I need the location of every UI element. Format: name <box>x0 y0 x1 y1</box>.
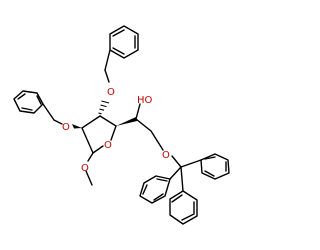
bond-c6-o-trityl <box>150 130 164 151</box>
bond-c5-oh <box>135 103 141 120</box>
trityl-phenyl-bottom <box>169 190 198 225</box>
atom-o-ring: O <box>104 140 112 151</box>
structure-canvas: O O O O HO O <box>13 25 230 225</box>
atom-o-benzyloxy-top: O <box>107 87 115 98</box>
wedge-bond-c4-c5 <box>116 117 137 126</box>
bond-ch2-o-top <box>104 69 110 83</box>
bond-o-methyl <box>85 170 93 186</box>
bond-c1-o-methoxy <box>87 152 94 162</box>
atom-o-trityl: O <box>162 150 170 161</box>
atom-o-benzyloxy-left: O <box>62 122 70 133</box>
molecule-structure: O O O O HO O <box>13 25 230 225</box>
benzyl-ring-left <box>13 90 44 114</box>
trityl-bonds <box>169 159 202 192</box>
hash-bond-c3-o <box>98 100 110 115</box>
bond-o-trityl-c <box>171 155 182 168</box>
bond-c5-c6 <box>135 118 152 132</box>
bond-ch2-o-left <box>53 119 63 125</box>
furanose-ring <box>81 115 117 154</box>
bond-benzyl-top-ch2 <box>104 49 111 71</box>
atom-hydroxyl: HO <box>137 95 153 106</box>
wedge-bond-c2-o <box>72 124 82 129</box>
trityl-phenyl-left <box>139 175 171 204</box>
benzyl-ring-top <box>109 25 139 59</box>
trityl-phenyl-right <box>200 153 230 180</box>
atom-o-methoxy: O <box>81 163 89 174</box>
bond-benzyl-left-ch2 <box>42 103 55 121</box>
